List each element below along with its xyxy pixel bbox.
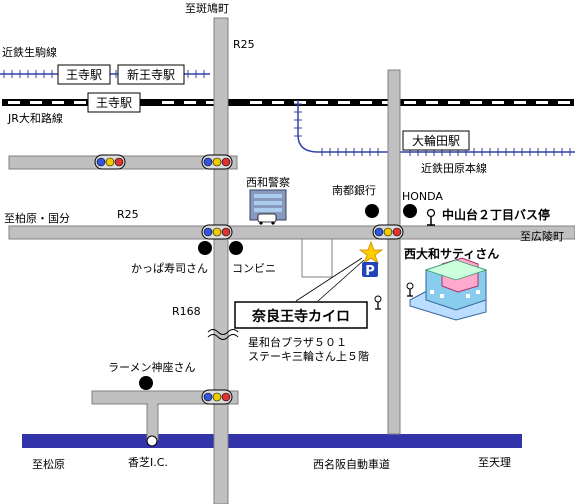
station-box-oji-kintetsu xyxy=(57,64,111,85)
station-owada-label: 大輪田駅 xyxy=(412,133,460,148)
road-network xyxy=(8,17,575,504)
saty-building-icon xyxy=(409,257,488,321)
r25-mid-label: R25 xyxy=(117,208,139,221)
road-break-mark xyxy=(207,329,239,340)
bank-dot xyxy=(365,204,379,218)
signal-r25-main xyxy=(201,224,233,240)
r25-top-label: R25 xyxy=(233,38,255,51)
kintetsu-ikoma-ties xyxy=(3,70,205,78)
bus-stop-small-icon xyxy=(374,295,382,310)
traffic-signals xyxy=(94,154,404,405)
station-box-owada xyxy=(402,130,470,151)
honda-label: HONDA xyxy=(402,190,443,203)
signal-upper-left xyxy=(94,154,126,170)
kappa-label: かっぱ寿司さん xyxy=(131,261,208,275)
bus-stop-label: 中山台２丁目バス停 xyxy=(442,207,550,222)
dir-north-label: 至斑鳩町 xyxy=(185,1,229,15)
signal-upper-main xyxy=(201,154,233,170)
kintetsu-tawaramoto-label: 近鉄田原本線 xyxy=(421,161,487,175)
convenience-label: コンビニ xyxy=(232,262,276,275)
police-building-icon xyxy=(249,189,287,225)
honda-dot xyxy=(403,204,417,218)
convenience-dot xyxy=(229,241,243,255)
r168-label: R168 xyxy=(172,305,201,318)
dir-east-label: 至広陵町 xyxy=(520,230,564,243)
jr-yamatoji-label: JR大和路線 xyxy=(7,111,63,125)
store-address-line1: 星和台プラザ５０１ xyxy=(248,335,347,349)
signal-r25-right xyxy=(372,224,404,240)
ramen-dot xyxy=(139,376,153,390)
expressway-band xyxy=(22,434,522,448)
saty-label: 西大和サティさん xyxy=(404,246,499,261)
station-oji-jr-label: 王寺駅 xyxy=(96,96,132,110)
kappa-dot xyxy=(198,241,212,255)
police-label: 西和警察 xyxy=(246,175,290,189)
dir-west-bottom-label: 至松原 xyxy=(32,457,65,471)
dir-east-bottom-label: 至天理 xyxy=(478,456,511,469)
parking-icon xyxy=(362,262,378,277)
dir-west-label: 至柏原・国分 xyxy=(4,211,70,225)
leader-line-2 xyxy=(317,259,365,302)
interchange-label: 香芝I.C. xyxy=(128,456,168,469)
station-shin-oji-label: 新王寺駅 xyxy=(127,67,175,82)
station-oji-kintetsu-label: 王寺駅 xyxy=(66,68,102,82)
store-name: 奈良王寺カイロ xyxy=(251,308,350,325)
expressway-label: 西名阪自動車道 xyxy=(313,457,390,471)
signal-lower-main xyxy=(201,389,233,405)
bus-stop-small-icon-2 xyxy=(406,282,414,297)
station-box-oji-jr xyxy=(87,92,141,113)
bus-stop-icon xyxy=(426,208,436,226)
interchange-marker xyxy=(146,435,158,447)
kintetsu-ikoma-label: 近鉄生駒線 xyxy=(2,45,57,59)
jr-yamatoji-track xyxy=(2,99,574,106)
ramen-label: ラーメン神座さん xyxy=(108,360,196,374)
store-address-line2: ステーキ三輪さん上５階 xyxy=(248,349,369,363)
station-box-shin-oji xyxy=(117,64,185,85)
store-star-icon xyxy=(358,240,384,265)
bank-label: 南都銀行 xyxy=(332,183,376,197)
leader-line xyxy=(295,257,363,302)
parking-label: P xyxy=(365,264,375,279)
store-name-box xyxy=(234,301,368,329)
